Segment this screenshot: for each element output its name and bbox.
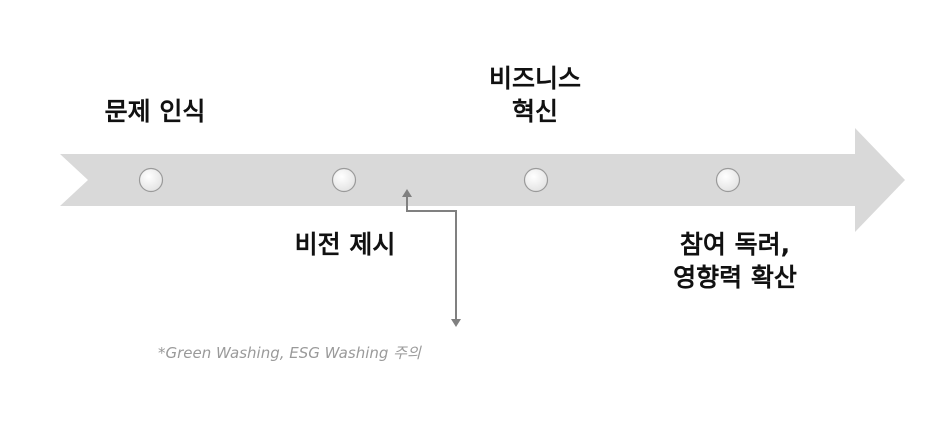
milestone-node-innovation (523, 167, 549, 193)
stage-label-line: 영향력 확산 (673, 263, 797, 292)
footnote-warning: *Green Washing, ESG Washing 주의 (158, 344, 421, 362)
stage-label-line: 혁신 (511, 97, 558, 126)
stage-label-line: 비즈니스 (488, 64, 581, 93)
milestone-node-participation (715, 167, 741, 193)
connector-arrowhead-down (451, 319, 461, 327)
connector-arrowhead-up (402, 189, 412, 197)
stage-label-vision: 비전 제시 (265, 228, 425, 261)
stage-label-participation: 참여 독려, 영향력 확산 (630, 228, 840, 294)
stage-label-innovation: 비즈니스 혁신 (455, 62, 615, 128)
milestone-node-vision (331, 167, 357, 193)
timeline-arrow (60, 128, 905, 232)
footnote-connector (406, 196, 457, 321)
stage-label-line: 문제 인식 (104, 97, 206, 126)
stage-label-line: 참여 독려, (679, 230, 791, 259)
stage-label-line: 비전 제시 (294, 230, 396, 259)
milestone-node-problem (138, 167, 164, 193)
stage-label-problem: 문제 인식 (80, 95, 230, 128)
